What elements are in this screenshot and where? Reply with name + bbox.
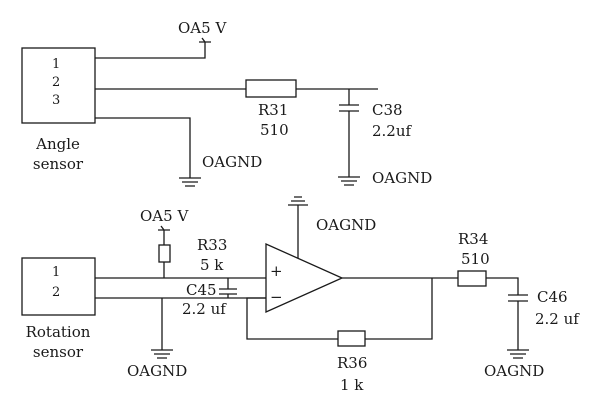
rotation-sensor-label-1: Rotation: [26, 323, 91, 341]
feedback-right-wire: [365, 278, 433, 340]
angle-sensor-label-2: sensor: [33, 155, 84, 173]
rotation-supply-symbol: [158, 225, 170, 231]
c46-ground-symbol: [507, 349, 529, 359]
r36-value: 1 k: [340, 376, 364, 394]
angle-sensor-circuit: 1 2 3 Angle sensor OA5 V R31 510 C38 2.2…: [21, 19, 432, 187]
r34-value: 510: [461, 250, 490, 268]
c46-ground-label: OAGND: [484, 362, 544, 380]
r31-value: 510: [260, 121, 289, 139]
op-amp: [265, 242, 344, 314]
angle-ground-symbol: [179, 177, 201, 187]
c38-ground-label: OAGND: [372, 169, 432, 187]
op-amp-ground-label: OAGND: [316, 216, 376, 234]
rotation-ground-label: OAGND: [127, 362, 187, 380]
angle-supply-label: OA5 V: [178, 19, 227, 37]
rotation-pin-2: 2: [52, 285, 60, 300]
op-amp-ground-symbol: [288, 196, 308, 206]
r36-name: R36: [337, 354, 367, 372]
r33-value: 5 k: [200, 256, 224, 274]
resistor-r31: [245, 79, 297, 98]
angle-supply-wire: [95, 42, 206, 59]
r34-name: R34: [458, 230, 488, 248]
c46-value: 2.2 uf: [535, 310, 580, 328]
r33-name: R33: [197, 236, 227, 254]
c45-name: C45: [186, 281, 217, 299]
angle-pin-3: 3: [52, 93, 60, 108]
capacitor-c45: [219, 288, 237, 295]
rotation-supply-label: OA5 V: [140, 207, 189, 225]
angle-pin-2: 2: [52, 75, 60, 90]
angle-ground-label: OAGND: [202, 153, 262, 171]
angle-sensor-label-1: Angle: [35, 135, 80, 153]
feedback-left-wire: [246, 297, 338, 340]
rotation-ground-symbol: [151, 349, 173, 359]
capacitor-c46: [508, 294, 528, 302]
angle-supply-symbol: [199, 37, 211, 43]
c45-value: 2.2 uf: [182, 300, 227, 318]
op-amp-plus: +: [270, 262, 283, 280]
capacitor-c38: [339, 104, 359, 112]
angle-pin-1: 1: [52, 57, 60, 72]
resistor-r34: [457, 270, 487, 287]
angle-sensor-box: [21, 47, 96, 124]
c38-name: C38: [372, 101, 403, 119]
rotation-sensor-box: [21, 257, 96, 316]
c38-value: 2.2uf: [372, 122, 413, 140]
rotation-sensor-circuit: 1 2 Rotation sensor OA5 V R33 5 k C45 2.…: [21, 196, 580, 394]
op-amp-minus: −: [270, 288, 283, 306]
rotation-pin-1: 1: [52, 265, 60, 280]
c46-name: C46: [537, 288, 568, 306]
c38-ground-symbol: [338, 176, 360, 186]
rotation-sensor-label-2: sensor: [33, 343, 84, 361]
resistor-r36: [337, 330, 366, 347]
r31-name: R31: [258, 101, 288, 119]
resistor-r33: [158, 244, 171, 263]
angle-ground-wire: [95, 117, 191, 178]
r34-output-wire: [486, 277, 519, 295]
